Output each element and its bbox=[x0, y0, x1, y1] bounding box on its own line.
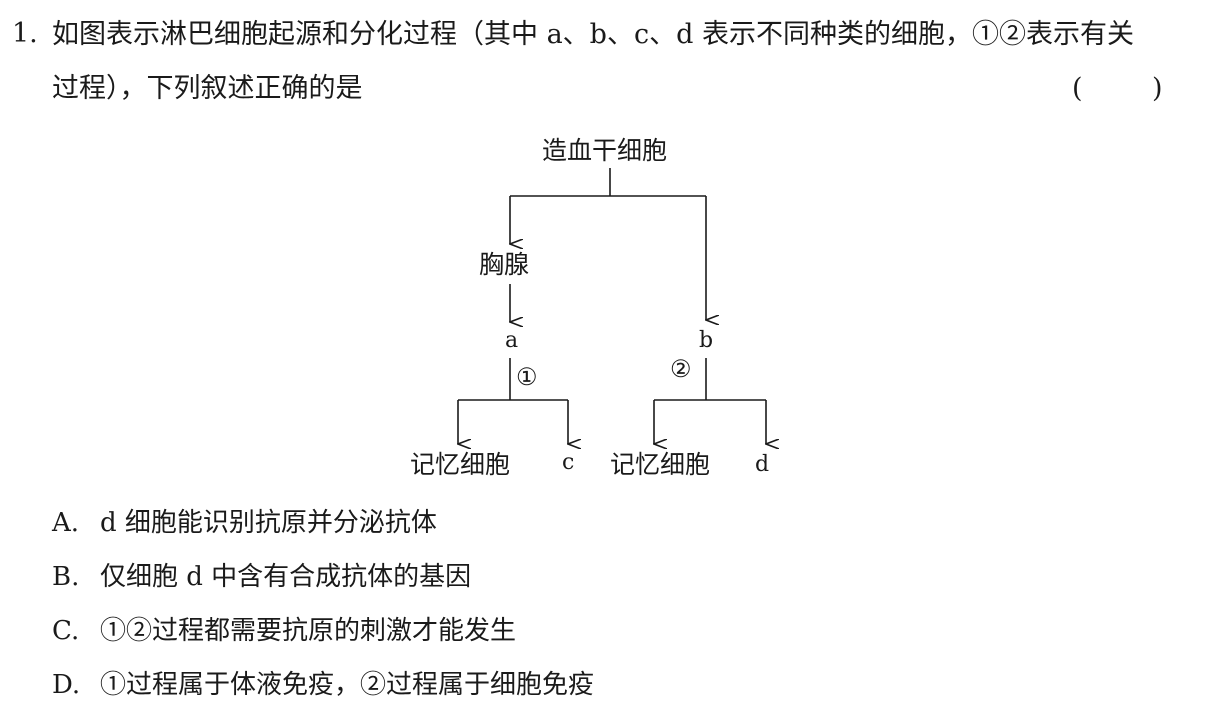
question-text-line2: 过程），下列叙述正确的是 bbox=[52, 73, 363, 104]
label-process-2: ② bbox=[670, 355, 692, 383]
label-process-1: ① bbox=[516, 363, 538, 391]
node-cell-b: b bbox=[699, 328, 714, 353]
option-a[interactable]: A. d 细胞能识别抗原并分泌抗体 bbox=[52, 506, 437, 540]
option-b[interactable]: B. 仅细胞 d 中含有合成抗体的基因 bbox=[52, 560, 471, 594]
option-d-text: ①过程属于体液免疫，②过程属于细胞免疫 bbox=[100, 670, 595, 700]
answer-paren-close: ) bbox=[1152, 73, 1163, 104]
node-thymus: 胸腺 bbox=[479, 250, 530, 279]
question-text-line1: 如图表示淋巴细胞起源和分化过程（其中 a、b、c、d 表示不同种类的细胞，①②表… bbox=[52, 19, 1134, 50]
node-cell-d: d bbox=[755, 452, 770, 477]
question-number: 1. bbox=[12, 18, 38, 49]
option-c-text: ①②过程都需要抗原的刺激才能发生 bbox=[100, 616, 517, 646]
node-cell-c: c bbox=[562, 450, 575, 475]
option-d-label: D. bbox=[52, 670, 81, 700]
option-b-label: B. bbox=[52, 562, 80, 592]
node-memory-cell-left: 记忆细胞 bbox=[410, 450, 511, 479]
option-c[interactable]: C. ①②过程都需要抗原的刺激才能发生 bbox=[52, 614, 516, 648]
node-memory-cell-right: 记忆细胞 bbox=[610, 450, 711, 479]
option-d[interactable]: D. ①过程属于体液免疫，②过程属于细胞免疫 bbox=[52, 668, 594, 702]
option-a-label: A. bbox=[52, 508, 80, 538]
option-a-text: d 细胞能识别抗原并分泌抗体 bbox=[100, 508, 437, 538]
option-c-label: C. bbox=[52, 616, 80, 646]
answer-paren-open: ( bbox=[1072, 73, 1083, 104]
node-hematopoietic-stem-cell: 造血干细胞 bbox=[542, 136, 668, 165]
node-cell-a: a bbox=[505, 328, 519, 353]
option-b-text: 仅细胞 d 中含有合成抗体的基因 bbox=[100, 562, 472, 592]
